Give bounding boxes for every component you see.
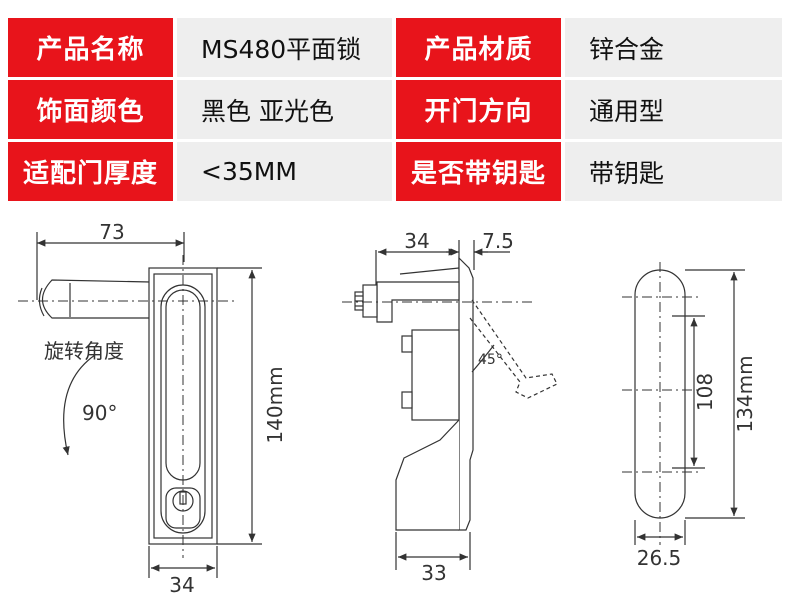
front-view (18, 232, 262, 578)
dim-back-width: 26.5 (637, 546, 682, 570)
spec-value-door-thickness: <35MM (177, 142, 392, 201)
spec-label-door-direction: 开门方向 (396, 80, 561, 139)
back-view (622, 262, 745, 545)
spec-value-with-key: 带钥匙 (565, 142, 782, 201)
rotation-arrow-icon (62, 354, 96, 456)
rotate-angle-label: 旋转角度 (44, 339, 124, 363)
spec-label-door-thickness: 适配门厚度 (8, 142, 173, 201)
dim-front-width-bottom: 34 (169, 573, 194, 597)
spec-table: 产品名称 MS480平面锁 产品材质 锌合金 饰面颜色 黑色 亚光色 开门方向 … (0, 0, 790, 201)
spec-value-finish-color: 黑色 亚光色 (177, 80, 392, 139)
spec-label-product-name: 产品名称 (8, 18, 173, 77)
spec-label-material: 产品材质 (396, 18, 561, 77)
rotate-angle-value: 90° (82, 401, 117, 425)
spec-value-material: 锌合金 (565, 18, 782, 77)
dim-front-width-top: 73 (99, 220, 124, 244)
dim-side-base: 33 (421, 561, 446, 585)
dim-side-depth: 34 (404, 229, 429, 253)
dim-side-angle: 45° (478, 352, 503, 368)
technical-drawing: 73 旋转角度 90° 140mm 34 34 7.5 45° (18, 220, 757, 597)
dim-back-inner: 108 (693, 373, 717, 411)
spec-label-finish-color: 饰面颜色 (8, 80, 173, 139)
spec-value-door-direction: 通用型 (565, 80, 782, 139)
spec-label-with-key: 是否带钥匙 (396, 142, 561, 201)
dim-back-height: 134mm (733, 355, 757, 432)
spec-value-product-name: MS480平面锁 (177, 18, 392, 77)
dim-side-offset: 7.5 (482, 229, 514, 253)
side-view (342, 240, 558, 570)
dim-front-height: 140mm (263, 366, 287, 443)
